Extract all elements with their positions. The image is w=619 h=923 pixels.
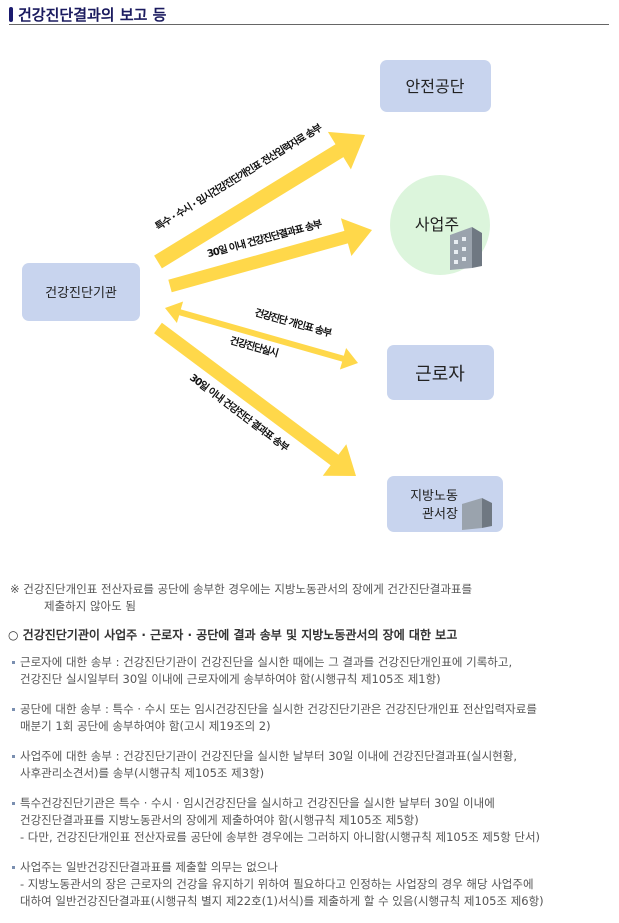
list-item-line: 대하여 일반건강진단결과표(시행규칙 별지 제22호(1)서식)를 제출하게 할…: [20, 894, 544, 908]
node-employer: 사업주: [390, 175, 490, 275]
list-item-line: - 다만, 건강진단개인표 전산자료를 공단에 송부한 경우에는 그러하지 아니…: [20, 830, 541, 844]
node-labor-office: 지방노동 관서장: [387, 476, 503, 532]
node-label-office-2: 관서장: [422, 507, 458, 522]
arrow-to-labor-office: [154, 322, 356, 476]
list-item-line: 특수건강진단기관은 특수 · 수시 · 임시건강진단을 실시하고 건강진단을 실…: [20, 796, 495, 810]
list-item-line: 근로자에 대한 송부 : 건강진단기관이 건강진단을 실시한 때에는 그 결과를…: [20, 655, 513, 669]
node-label-employer: 사업주: [415, 215, 459, 234]
footnote: ※ 건강진단개인표 전산자료를 공단에 송부한 경우에는 지방노동관서의 장에게…: [10, 581, 619, 615]
arrow-to-worker: [165, 301, 358, 370]
section-heading: ○ 건강진단기관이 사업주 · 근로자 · 공단에 결과 송부 및 지방노동관서…: [8, 628, 458, 642]
title-divider: [9, 24, 609, 25]
list-item: 특수건강진단기관은 특수 · 수시 · 임시건강진단을 실시하고 건강진단을 실…: [12, 795, 619, 846]
list-item-line: 매분기 1회 공단에 송부하여야 함(고시 제19조의 2): [20, 719, 271, 733]
node-label-kosha: 안전공단: [406, 77, 465, 96]
footnote-line: 제출하지 않아도 됨: [44, 599, 136, 613]
node-worker: 근로자: [387, 345, 494, 400]
list-item-line: 사업주에 대한 송부 : 건강진단기관이 건강진단을 실시한 날부터 30일 이…: [20, 749, 517, 763]
node-label-office-1: 지방노동: [410, 489, 458, 504]
list-item-line: 공단에 대한 송부 : 특수 · 수시 또는 임시건강진단을 실시한 건강진단기…: [20, 702, 537, 716]
arrow-to-kosha: [154, 131, 365, 269]
page-title: 건강진단결과의 보고 등: [9, 4, 166, 25]
footnote-line: ※ 건강진단개인표 전산자료를 공단에 송부한 경우에는 지방노동관서의 장에게…: [10, 582, 473, 596]
building-icon: [462, 498, 492, 530]
list-item-line: 건강진단 실시일부터 30일 이내에 근로자에게 송부하여야 함(시행규칙 제1…: [20, 672, 441, 686]
list-item: 근로자에 대한 송부 : 건강진단기관이 건강진단을 실시한 때에는 그 결과를…: [12, 654, 619, 688]
list-item: 사업주에 대한 송부 : 건강진단기관이 건강진단을 실시한 날부터 30일 이…: [12, 748, 619, 782]
list-item-line: 건강진단결과표를 지방노동관서의 장에게 제출하여야 함(시행규칙 제105조 …: [20, 813, 419, 827]
arrow-to-employer: [168, 218, 372, 293]
node-health-exam-institution: 건강진단기관: [22, 263, 140, 321]
node-kosha: 안전공단: [380, 60, 491, 112]
node-label-source: 건강진단기관: [45, 286, 117, 301]
list-item-line: - 지방노동관서의 장은 근로자의 건강을 유지하기 위하여 필요하다고 인정하…: [20, 877, 534, 891]
list-item: 공단에 대한 송부 : 특수 · 수시 또는 임시건강진단을 실시한 건강진단기…: [12, 701, 619, 735]
title-bar-icon: [9, 7, 13, 22]
list-item-line: 사후관리소견서)를 송부(시행규칙 제105조 제3항): [20, 766, 265, 780]
page-title-text: 건강진단결과의 보고 등: [18, 6, 167, 24]
reporting-flow-diagram: 특수 · 수시 · 임시건강진단개인표 전산입력자료 송부 30일 이내 건강진…: [22, 60, 503, 532]
list-item-line: 사업주는 일반건강진단결과표를 제출할 의무는 없으나: [20, 860, 278, 874]
building-icon: [450, 227, 482, 270]
node-label-worker: 근로자: [415, 364, 465, 385]
list-item: 사업주는 일반건강진단결과표를 제출할 의무는 없으나 - 지방노동관서의 장은 …: [12, 859, 619, 910]
